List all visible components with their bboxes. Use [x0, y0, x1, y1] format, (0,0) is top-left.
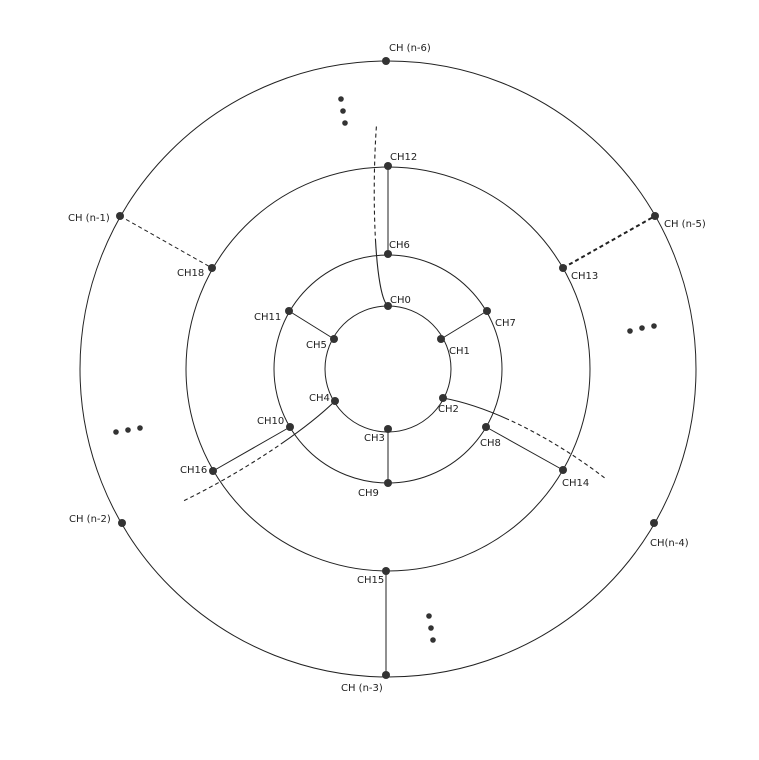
ellipsis-dot-3-1 [428, 625, 434, 631]
ring-outer [79, 60, 697, 678]
edge-ch10-ch16 [212, 426, 291, 472]
edge-ch0-chn6 [373, 60, 389, 307]
node-ch5 [330, 335, 338, 343]
node-label-ch11: CH11 [254, 312, 281, 323]
ring-inner [324, 305, 452, 433]
node-chn4 [650, 519, 658, 527]
node-ch7 [483, 307, 491, 315]
edge-ch13-chn5 [562, 215, 656, 269]
ellipsis-dot-0-1 [340, 108, 346, 114]
ellipsis-dot-2-2 [137, 425, 143, 431]
node-ch16 [209, 467, 217, 475]
edge-ch2-chn4 [442, 397, 655, 524]
node-label-chn1: CH (n-1) [68, 213, 110, 224]
node-ch18 [208, 264, 216, 272]
node-label-ch8: CH8 [480, 438, 501, 449]
ellipsis-dot-1-1 [639, 325, 645, 331]
node-label-ch15: CH15 [357, 575, 384, 586]
edge-chn1-ch18 [119, 215, 213, 269]
node-chn2 [118, 519, 126, 527]
node-label-ch0: CH0 [390, 295, 411, 306]
node-label-ch14: CH14 [562, 478, 589, 489]
node-label-ch12: CH12 [390, 152, 417, 163]
node-label-ch16: CH16 [180, 465, 207, 476]
node-ch6 [384, 250, 392, 258]
node-label-chn5: CH (n-5) [664, 219, 706, 230]
edge-ch8-ch14 [485, 426, 564, 471]
node-label-ch3: CH3 [364, 433, 385, 444]
node-label-ch5: CH5 [306, 340, 327, 351]
node-ch4 [331, 397, 339, 405]
node-label-ch2: CH2 [438, 404, 459, 415]
node-label-chn2: CH (n-2) [69, 514, 111, 525]
node-label-ch13: CH13 [571, 271, 598, 282]
node-ch15 [382, 567, 390, 575]
node-label-ch6: CH6 [389, 240, 410, 251]
node-ch13 [559, 264, 567, 272]
ellipsis-dot-3-2 [430, 637, 436, 643]
node-chn3 [382, 671, 390, 679]
edge-ch11-ch5 [288, 310, 335, 340]
node-label-chn6: CH (n-6) [389, 43, 431, 54]
ellipsis-dot-2-1 [125, 427, 131, 433]
node-label-ch4: CH4 [309, 393, 330, 404]
node-ch14 [559, 466, 567, 474]
ellipsis-dot-2-0 [113, 429, 119, 435]
node-label-chn3: CH (n-3) [341, 683, 383, 694]
node-label-ch7: CH7 [495, 318, 516, 329]
ellipsis-dot-1-0 [627, 328, 633, 334]
ellipsis-dot-0-2 [342, 120, 348, 126]
ellipsis-dot-0-0 [338, 96, 344, 102]
node-chn1 [116, 212, 124, 220]
edge-ch4-chn2 [121, 400, 336, 524]
node-chn5 [651, 212, 659, 220]
node-ch11 [285, 307, 293, 315]
node-ch1 [437, 335, 445, 343]
node-ch12 [384, 162, 392, 170]
node-ch2 [439, 394, 447, 402]
node-label-ch1: CH1 [449, 346, 470, 357]
node-chn6 [382, 57, 390, 65]
node-ch8 [482, 423, 490, 431]
edge-ch7-ch1 [440, 310, 488, 340]
ellipsis-dot-1-2 [651, 323, 657, 329]
node-label-ch9: CH9 [358, 488, 379, 499]
node-ch10 [286, 423, 294, 431]
node-label-ch10: CH10 [257, 416, 284, 427]
ellipsis-dot-3-0 [426, 613, 432, 619]
node-ch9 [384, 479, 392, 487]
node-label-chn4: CH(n-4) [650, 538, 689, 549]
node-ch3 [384, 425, 392, 433]
node-ch0 [384, 302, 392, 310]
node-label-ch18: CH18 [177, 268, 204, 279]
